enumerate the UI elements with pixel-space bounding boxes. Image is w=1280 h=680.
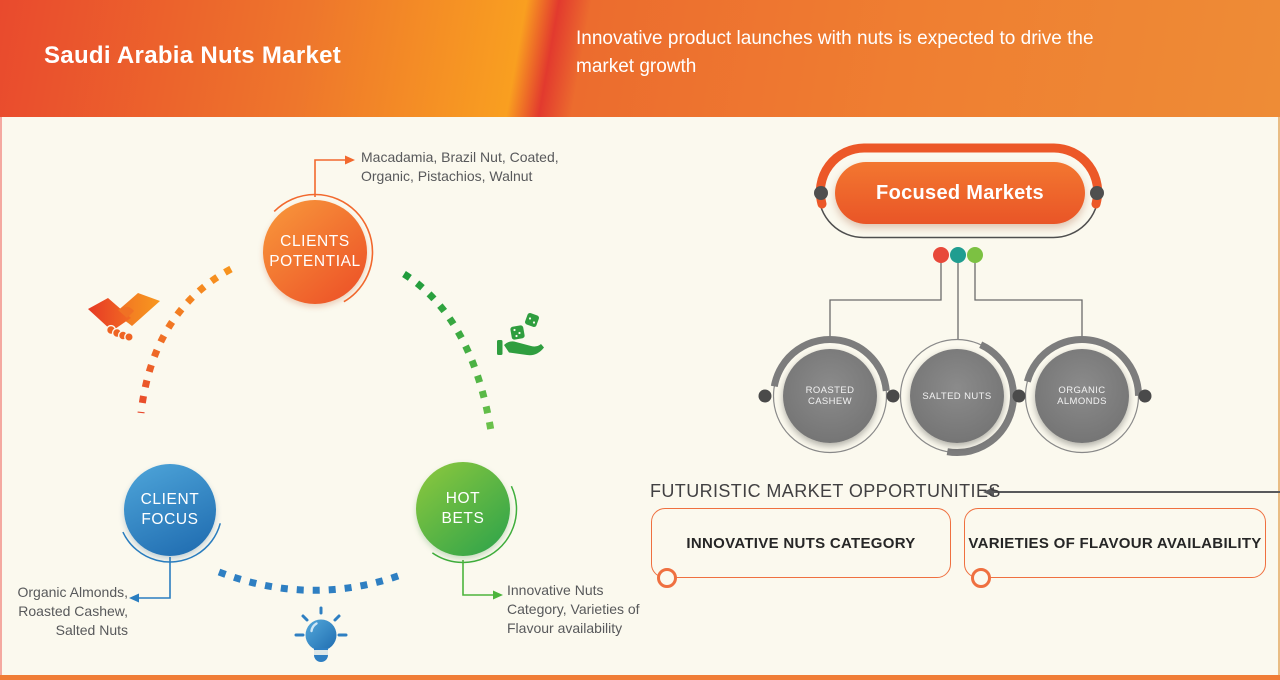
right-border <box>1278 117 1280 676</box>
opportunity-ring-icon <box>657 568 677 588</box>
opportunity-box-innovative-nuts: INNOVATIVE NUTS CATEGORY <box>651 508 951 578</box>
bottom-bar <box>0 675 1280 680</box>
opportunity-box-label: INNOVATIVE NUTS CATEGORY <box>686 534 916 552</box>
client-focus-node: CLIENT FOCUS <box>124 464 216 556</box>
focused-markets-title: Focused Markets <box>876 181 1044 204</box>
client-focus-connector <box>137 557 171 599</box>
clients-potential-label: CLIENTS POTENTIAL <box>269 233 361 270</box>
left-border <box>0 117 2 676</box>
green-dotted-arc <box>402 271 495 432</box>
hot-bets-arrowhead <box>493 590 503 600</box>
client-focus-label: CLIENT FOCUS <box>140 491 200 528</box>
ring-side-dot-4 <box>1138 389 1152 403</box>
market-node-salted-nuts: SALTED NUTS <box>910 349 1004 443</box>
hot-bets-node: HOT BETS <box>416 462 510 556</box>
pill-right-dot <box>1090 186 1104 200</box>
market-node-label: ROASTED CASHEW <box>805 385 855 407</box>
tree-line-left <box>829 262 942 340</box>
opportunity-box-flavour-varieties: VARIETIES OF FLAVOUR AVAILABILITY <box>964 508 1266 578</box>
market-node-organic-almonds: ORGANIC ALMONDS <box>1035 349 1129 443</box>
market-node-roasted-cashew: ROASTED CASHEW <box>783 349 877 443</box>
opportunities-heading: FUTURISTIC MARKET OPPORTUNITIES <box>650 481 1001 501</box>
pill-left-dot <box>814 186 828 200</box>
client-focus-arrowhead <box>129 593 139 603</box>
header-banner: Saudi Arabia Nuts Market Innovative prod… <box>0 0 1280 117</box>
clients-potential-node: CLIENTS POTENTIAL <box>263 200 367 304</box>
client-focus-annotation: Organic Almonds, Roasted Cashew, Salted … <box>17 584 129 638</box>
hot-bets-label: HOT BETS <box>441 490 485 527</box>
page-title: Saudi Arabia Nuts Market <box>44 42 342 69</box>
dice-hand-icon <box>494 313 544 361</box>
ring-side-dot-1 <box>758 389 772 403</box>
ring-side-dot-2 <box>886 389 900 403</box>
opportunity-box-label: VARIETIES OF FLAVOUR AVAILABILITY <box>968 534 1262 552</box>
ring-side-dot-3 <box>1012 389 1026 403</box>
market-node-label: SALTED NUTS <box>922 390 992 402</box>
opportunity-ring-icon <box>971 568 991 588</box>
handshake-icon <box>88 291 160 347</box>
page-subtitle: Innovative product launches with nuts is… <box>576 28 1094 77</box>
blue-dotted-arc <box>217 568 403 594</box>
clients-potential-connector <box>314 159 346 197</box>
teal-dot <box>950 247 966 263</box>
focused-markets-pill: Focused Markets <box>835 162 1085 224</box>
lightbulb-icon <box>294 606 348 670</box>
hot-bets-connector <box>462 560 494 596</box>
clients-potential-annotation: Macadamia, Brazil Nut, Coated, Organic, … <box>361 149 559 184</box>
clients-potential-arrowhead <box>345 155 355 165</box>
green-dot <box>967 247 983 263</box>
hot-bets-annotation: Innovative Nuts Category, Varieties of F… <box>507 582 640 636</box>
red-dot <box>933 247 949 263</box>
tree-line-right <box>974 262 1083 340</box>
market-node-label: ORGANIC ALMONDS <box>1057 385 1107 407</box>
